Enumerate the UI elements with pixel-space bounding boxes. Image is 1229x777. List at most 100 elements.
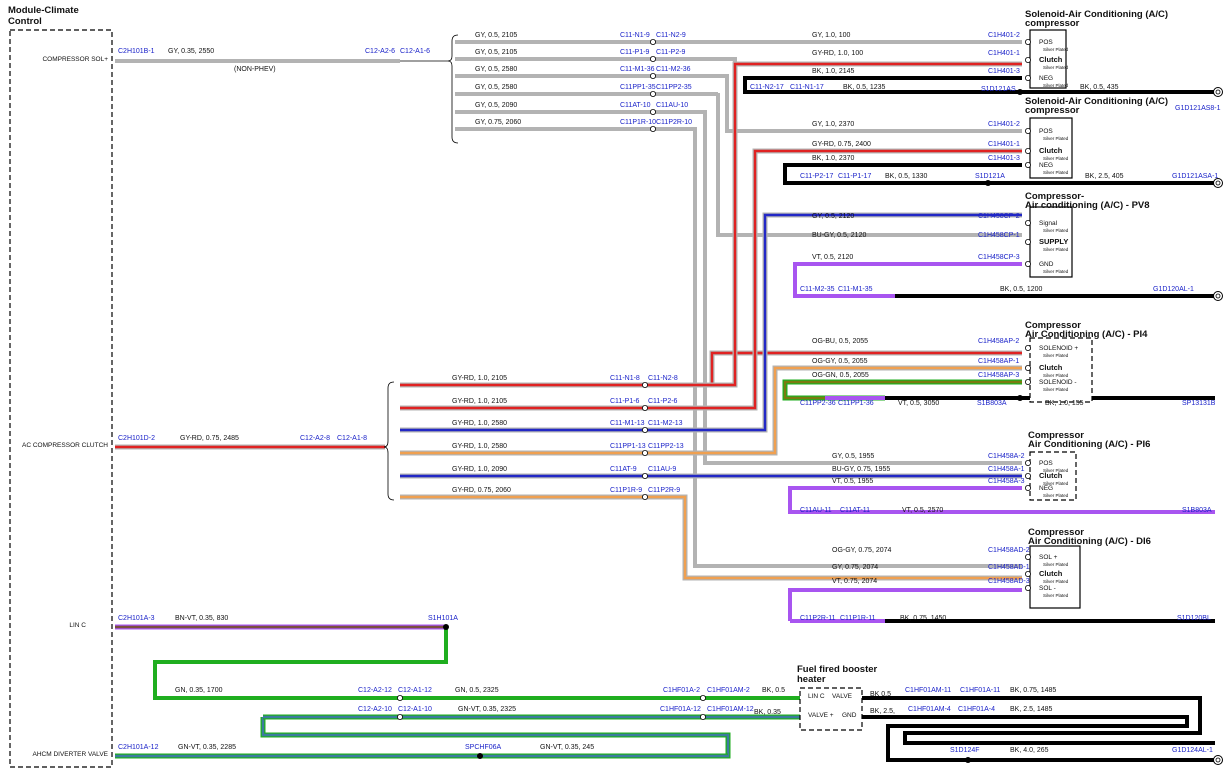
- conn-c11pp2-36: C11PP2-36: [800, 400, 836, 407]
- conn-gy-branch-a: C11-N1-9: [620, 32, 650, 39]
- wire-comp5-ground-vt: [788, 486, 1215, 514]
- comp3-pin-label: Signal: [1039, 220, 1058, 227]
- gnd-label-g1d121as8: G1D121AS8-1: [1175, 105, 1221, 112]
- comp2-pin-label: Clutch: [1039, 146, 1063, 155]
- comp1-title-1: Solenoid-Air Conditioning (A/C): [1025, 9, 1168, 20]
- comp4-plated: Silver Plated: [1043, 373, 1069, 378]
- pin-ahcm-diverter: AHCM DIVERTER VALVE: [33, 751, 109, 758]
- conn-c11-m2-35: C11-M2-35: [800, 286, 835, 293]
- comp5-plated: Silver Plated: [1043, 493, 1069, 498]
- spec-heater-bk-1: BK, 0.75, 1485: [1010, 687, 1056, 694]
- spec-bk-0-35: BK, 0.35: [754, 709, 781, 716]
- conn-c11-n2-17: C11-N2-17: [750, 84, 784, 91]
- spec-top-wire: GY, 0.35, 2550: [168, 48, 214, 55]
- comp2-wire-conn: C1H401-1: [988, 141, 1020, 148]
- comp1-wire-conn: C1H401-1: [988, 50, 1020, 57]
- spec-ahcm-2: GN-VT, 0.35, 245: [540, 744, 594, 751]
- heater-pin-gnd: GND: [842, 712, 857, 719]
- conn-c1hf01am-12: C1HF01AM-12: [707, 706, 754, 713]
- comp4-plated: Silver Plated: [1043, 387, 1069, 392]
- comp5-pin-label: NEG: [1039, 485, 1053, 492]
- comp4-pin-label: SOLENOID +: [1039, 345, 1078, 352]
- ring-clutch-branch: [642, 493, 649, 500]
- conn-clutch-branch-a: C11P1R-9: [610, 487, 642, 494]
- comp1-pin-ring: [1025, 57, 1032, 64]
- wire-lin-gn: [153, 627, 800, 700]
- comp5-wire-spec: BU-GY, 0.75, 1955: [832, 466, 890, 473]
- heater-pin-valve: VALVE: [832, 693, 853, 700]
- wire-comp2-ground: [783, 163, 1215, 185]
- comp4-title-2: Air Conditioning (A/C) - PI4: [1025, 329, 1148, 340]
- wire-layer: [115, 40, 1215, 762]
- comp4-wire-spec: OG-GY, 0.5, 2055: [812, 358, 868, 365]
- conn-c11au-11: C11AU-11: [800, 507, 832, 514]
- comp6-pin-label: SOL -: [1039, 585, 1056, 592]
- conn-c12-a1-8: C12-A1-8: [337, 435, 367, 442]
- spec-comp3-ground: BK, 0.5, 1200: [1000, 286, 1043, 293]
- splice-s1d121as: [1017, 89, 1023, 95]
- spec-gy-branch: GY, 0.5, 2105: [475, 49, 517, 56]
- ring-gy-branch: [650, 91, 657, 98]
- spec-gy-branch: GY, 0.5, 2580: [475, 66, 517, 73]
- note-non-phev: (NON-PHEV): [234, 66, 276, 73]
- gnd-label-s1b803a-2: S1B803A: [1182, 507, 1212, 514]
- comp1-pin-ring: [1025, 75, 1032, 82]
- comp1-wire-spec: GY-RD, 1.0, 100: [812, 50, 863, 57]
- ring-clutch-branch: [642, 426, 649, 433]
- comp1-plated: Silver Plated: [1043, 65, 1069, 70]
- heater-box: [799, 687, 863, 731]
- conn-c11-p1-17: C11-P1-17: [838, 173, 871, 180]
- comp5-wire-conn: C1H458A-1: [988, 466, 1025, 473]
- wire-comp6-vt: [788, 588, 1022, 621]
- splice-s1h101a: [443, 624, 449, 630]
- comp4-title-1: Compressor: [1025, 320, 1081, 331]
- comp6-box: [1029, 545, 1081, 609]
- comp6-wire-conn: C1H458AD-3: [988, 578, 1030, 585]
- conn-clutch-branch-a: C11AT-9: [610, 466, 637, 473]
- comp2-pin-label: POS: [1039, 128, 1053, 135]
- comp1-pin-label: POS: [1039, 39, 1053, 46]
- heater-pin-valve-plus: VALVE +: [808, 712, 834, 719]
- spec-comp1-ground-2: BK, 0.5, 435: [1080, 84, 1119, 91]
- comp3-pin-ring: [1025, 260, 1032, 267]
- comp3-plated: Silver Plated: [1043, 228, 1069, 233]
- comp5-title-2: Air Conditioning (A/C) - PI6: [1028, 439, 1150, 450]
- spec-clutch-branch: GY-RD, 0.75, 2060: [452, 487, 511, 494]
- wire-heater-bk-1: [862, 696, 1215, 745]
- splice-s1d124f: [965, 757, 971, 763]
- comp6-pin-label: SOL +: [1039, 554, 1058, 561]
- comp3-wire-conn: C1H458CP-2: [978, 213, 1020, 220]
- wire-clutch-branch-1: [400, 62, 1022, 387]
- comp1-box: [1029, 29, 1067, 89]
- conn-clutch-branch-a: C11-N1-8: [610, 375, 640, 382]
- conn-c1hf01a-11: C1HF01A-11: [960, 687, 1000, 694]
- conn-c1hf01a-2: C1HF01A-2: [663, 687, 700, 694]
- conn-gy-branch-b: C11P2R-10: [656, 119, 692, 126]
- brace-top: [447, 34, 459, 144]
- comp3-wire-conn: C1H458CP-1: [978, 232, 1020, 239]
- spec-comp6-ground: BK, 0.75, 1450: [900, 615, 946, 622]
- ring-lin: [396, 695, 403, 702]
- comp1-wire-conn: C1H401-3: [988, 68, 1020, 75]
- conn-c1hf01am-2: C1HF01AM-2: [707, 687, 750, 694]
- ring-gy-branch: [650, 126, 657, 133]
- spec-heater-bk-in2: BK, 2.5,: [870, 708, 895, 715]
- brace-clutch: [383, 381, 395, 501]
- comp2-pin-ring: [1025, 161, 1032, 168]
- gnd-label-s1d120bl: S1D120BL: [1177, 615, 1211, 622]
- comp4-plated: Silver Plated: [1043, 353, 1069, 358]
- spec-comp1-ground: BK, 0.5, 1235: [843, 84, 886, 91]
- spec-bk-0-5: BK, 0.5: [762, 687, 785, 694]
- gnd-label-g1d121asa: G1D121ASA-1: [1172, 173, 1218, 180]
- ground-inner: [1215, 180, 1221, 186]
- comp2-pin-ring: [1025, 127, 1032, 134]
- spec-gy-branch: GY, 0.75, 2060: [475, 119, 521, 126]
- comp6-pin-ring: [1025, 585, 1032, 592]
- comp2-plated: Silver Plated: [1043, 170, 1069, 175]
- ground-inner: [1215, 757, 1221, 763]
- spec-comp2-ground-2: BK, 2.5, 405: [1085, 173, 1124, 180]
- gnd-label-sp13131b: SP13131B: [1182, 400, 1216, 407]
- heater-pin-lin: LIN C: [808, 693, 825, 700]
- conn-c12-a2-10: C12-A2-10: [358, 706, 392, 713]
- ring-gy-branch: [650, 73, 657, 80]
